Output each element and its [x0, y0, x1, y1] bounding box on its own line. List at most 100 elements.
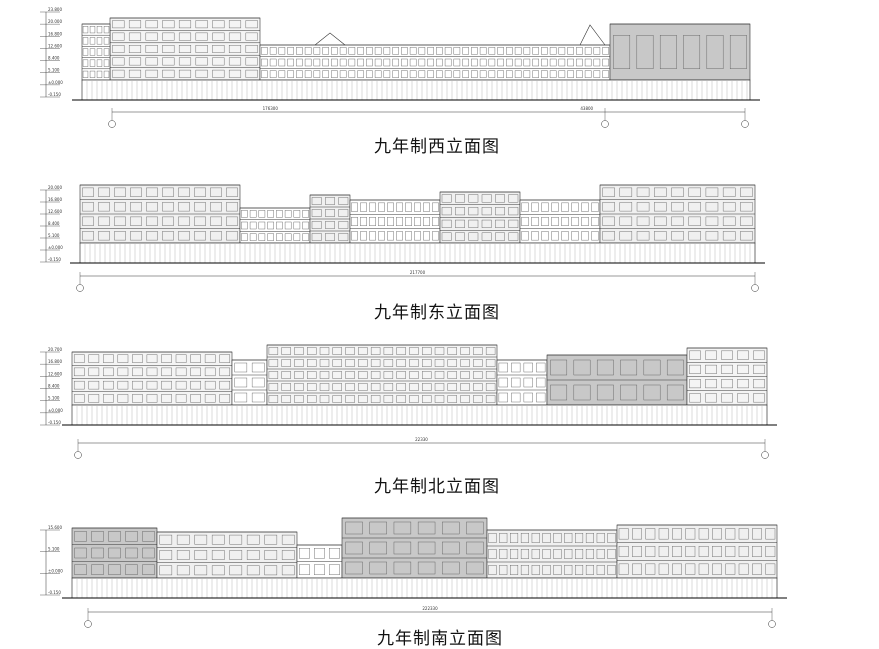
window [369, 521, 387, 535]
window [130, 202, 142, 212]
window [553, 565, 562, 576]
window [549, 47, 557, 55]
window [460, 371, 470, 379]
dimension-label: 22330 [415, 437, 428, 442]
window [351, 202, 358, 212]
window [293, 221, 301, 230]
window [178, 45, 192, 53]
window [392, 47, 399, 55]
window [455, 207, 465, 216]
window [671, 187, 684, 197]
window [468, 194, 479, 203]
window [654, 216, 667, 226]
window [249, 221, 257, 230]
dimension-label: 217700 [410, 270, 426, 275]
window [738, 546, 749, 558]
window [369, 216, 376, 226]
window [311, 233, 322, 241]
window [112, 32, 125, 41]
building-block [239, 207, 311, 244]
window [162, 216, 174, 226]
window [383, 371, 394, 379]
level-label: 20.000 [48, 19, 62, 24]
window [523, 70, 531, 78]
window [658, 528, 669, 540]
window [281, 565, 295, 576]
window [705, 216, 719, 226]
window [666, 359, 684, 376]
level-label: 5.100 [48, 396, 60, 401]
level-label: 23.800 [48, 7, 62, 12]
window [190, 354, 201, 363]
window [145, 69, 158, 78]
window [345, 395, 355, 403]
window [514, 70, 522, 78]
window [269, 58, 277, 67]
window [685, 546, 696, 558]
window [607, 565, 616, 576]
window [159, 534, 173, 545]
window [581, 216, 589, 226]
window [278, 58, 286, 67]
window [414, 231, 421, 241]
window [417, 561, 436, 575]
window [103, 380, 114, 390]
window [432, 202, 439, 212]
window [142, 531, 155, 542]
window [261, 47, 268, 55]
window [753, 350, 765, 360]
window [284, 221, 292, 230]
window [561, 202, 569, 212]
window [705, 202, 719, 212]
window [618, 546, 629, 558]
window [146, 231, 158, 241]
window [162, 32, 175, 41]
window [369, 541, 387, 555]
level-label: 12.600 [48, 43, 62, 48]
window [520, 565, 529, 576]
building-block [266, 344, 498, 406]
window [176, 565, 190, 576]
building-block [486, 529, 618, 579]
window [370, 371, 381, 379]
window [409, 383, 419, 391]
window [468, 232, 479, 241]
window [685, 528, 696, 540]
window [447, 347, 457, 355]
window [683, 35, 701, 69]
window [508, 194, 519, 203]
window [338, 197, 349, 205]
window [591, 231, 599, 241]
window [414, 202, 421, 212]
window [417, 541, 436, 555]
window [423, 231, 430, 241]
window [471, 47, 478, 55]
window [462, 70, 469, 78]
window [576, 58, 583, 67]
grid-bubble [761, 451, 769, 459]
window [705, 364, 717, 374]
window [332, 359, 342, 367]
window [740, 231, 753, 241]
window [319, 347, 330, 355]
window [268, 383, 279, 391]
window [130, 231, 142, 241]
window [549, 70, 557, 78]
window [146, 187, 158, 197]
window [689, 393, 701, 403]
window [319, 371, 330, 379]
window [117, 354, 129, 363]
window [510, 533, 519, 544]
window [620, 359, 638, 376]
window [541, 70, 548, 78]
window [447, 383, 457, 391]
window [541, 231, 549, 241]
window [161, 380, 172, 390]
window [521, 231, 529, 241]
window [409, 371, 419, 379]
window [132, 394, 143, 403]
window [281, 550, 295, 560]
window [596, 359, 614, 376]
window [575, 549, 584, 560]
window [712, 563, 722, 575]
